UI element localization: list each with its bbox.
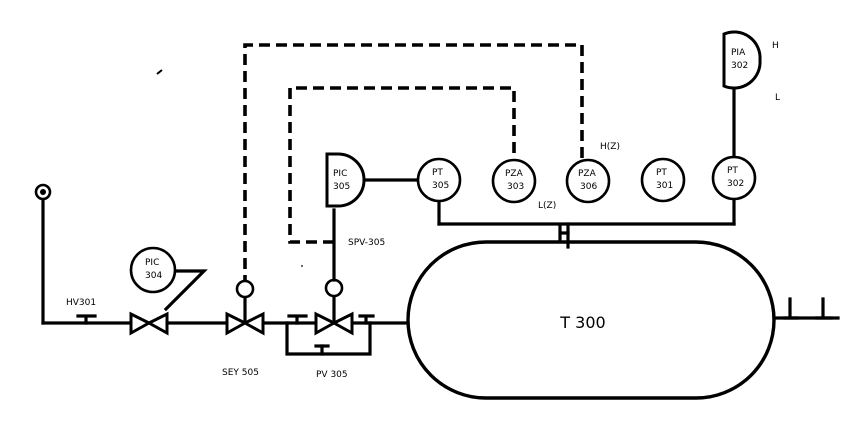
pv305-actuator-icon (324, 278, 344, 298)
bypass-line (285, 321, 372, 356)
svg-text:PT: PT (656, 168, 667, 178)
tank-outlet-tap (815, 297, 833, 320)
svg-text:302: 302 (727, 179, 744, 189)
pv305-valve-icon (314, 311, 354, 336)
svg-text:PIA: PIA (731, 48, 746, 58)
svg-text:PZA: PZA (505, 169, 524, 179)
tank-label: T 300 (559, 313, 605, 332)
svg-text:303: 303 (507, 182, 524, 192)
pv305-tap-left (287, 314, 308, 325)
hz-label: H(Z) (600, 142, 620, 152)
pza303-switch: PZA 303 (491, 158, 537, 204)
stray-dot (301, 265, 303, 267)
svg-text:PIC: PIC (145, 258, 159, 268)
hv301-label: HV301 (66, 298, 96, 308)
sey505-valve-icon (225, 311, 265, 336)
pza306-switch: PZA 306 (565, 158, 611, 204)
tank-t300 (406, 240, 776, 400)
svg-text:305: 305 (432, 181, 449, 191)
svg-text:PZA: PZA (578, 169, 597, 179)
signal-line-pza306-sey505 (243, 43, 584, 286)
sey505-actuator-icon (235, 279, 255, 299)
svg-text:PT: PT (432, 168, 443, 178)
svg-text:PT: PT (727, 166, 738, 176)
pia302-indicator: PIA 302 (722, 30, 762, 90)
svg-text:305: 305 (333, 182, 350, 192)
pt305-transmitter: PT 305 (416, 157, 462, 203)
hv301-tap (76, 314, 97, 325)
pt301-transmitter: PT 301 (640, 157, 686, 203)
signal-line-pza303-spv305 (288, 86, 516, 244)
svg-text:304: 304 (145, 271, 162, 281)
svg-text:301: 301 (656, 181, 673, 191)
pv305-tap-right (358, 314, 375, 325)
inlet-point-icon (40, 189, 46, 195)
pt302-transmitter: PT 302 (711, 155, 757, 201)
pic304-signal-link (163, 269, 208, 312)
tank-nozzle-tap (558, 225, 570, 242)
pic305-controller: PIC 305 (325, 152, 366, 208)
tank-outlet-tap (783, 297, 799, 320)
h-label: H (772, 41, 779, 51)
hv301-valve-icon (129, 311, 169, 336)
pv305-label: PV 305 (316, 370, 348, 380)
sey505-label: SEY 505 (222, 368, 259, 378)
l-label: L (775, 93, 780, 103)
svg-text:PIC: PIC (333, 169, 347, 179)
svg-text:302: 302 (731, 61, 748, 71)
spv305-label: SPV-305 (348, 238, 385, 248)
pic304-controller: PIC 304 (129, 246, 177, 294)
lz-label: L(Z) (538, 201, 556, 211)
stray-mark (156, 69, 163, 75)
svg-text:306: 306 (580, 182, 597, 192)
